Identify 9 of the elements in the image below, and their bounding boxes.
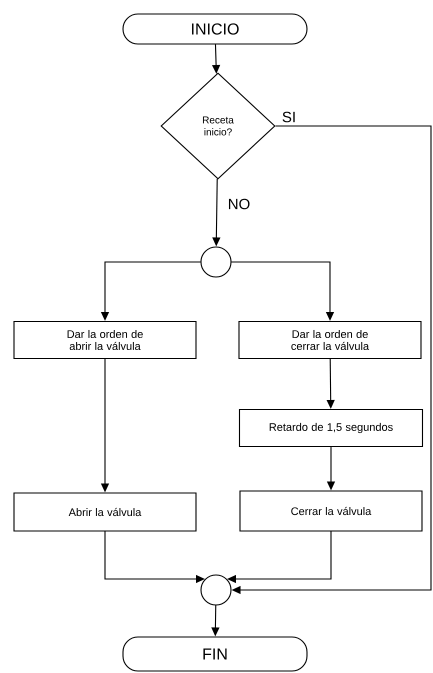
edge-label: SI bbox=[280, 110, 298, 124]
process-box: Abrir la válvula bbox=[13, 492, 197, 532]
process-box: Cerrar la válvula bbox=[239, 490, 423, 532]
edge-label: NO bbox=[226, 198, 252, 210]
junction-circle bbox=[200, 246, 232, 278]
junction-circle bbox=[200, 574, 232, 606]
process-box: Dar la orden de cerrar la válvula bbox=[238, 320, 422, 360]
process-box: Dar la orden de abrir la válvula bbox=[13, 320, 197, 360]
process-box: Retardo de 1,5 segundos bbox=[238, 408, 424, 448]
